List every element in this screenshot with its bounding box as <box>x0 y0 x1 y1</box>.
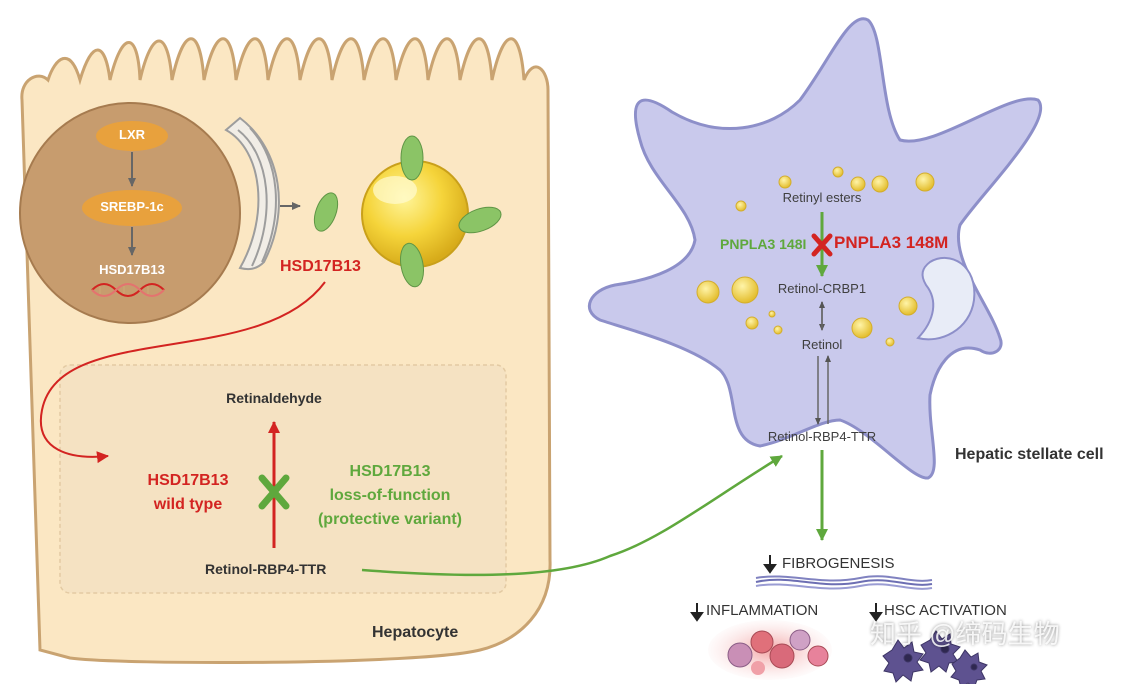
protein-icon <box>313 192 339 232</box>
pnpla3-148i-label: PNPLA3 148I <box>720 236 807 252</box>
pnpla3-x-mark <box>811 233 833 257</box>
lxr-node <box>96 121 168 151</box>
retinaldehyde-label: Retinaldehyde <box>226 390 322 406</box>
dna-icon <box>91 283 165 297</box>
decrease-arrow-icons <box>690 555 883 622</box>
retinyl-droplets <box>696 166 935 347</box>
inflammation-label: INFLAMMATION <box>706 602 819 619</box>
retinol-rbp4-ttr-hepatocyte-label: Retinol-RBP4-TTR <box>205 561 327 577</box>
inflammation-cells-icon <box>708 620 832 680</box>
pnpla3-148m-label: PNPLA3 148M <box>834 233 949 252</box>
wild-type-line1: HSD17B13 <box>147 472 229 489</box>
lxr-label: LXR <box>119 127 145 142</box>
fiber-icon <box>755 575 933 590</box>
lof-line3: (protective variant) <box>317 511 463 528</box>
retinol-rbp4-ttr-stellate-label: Retinol-RBP4-TTR <box>767 429 877 444</box>
vacuole <box>916 256 976 341</box>
hsc-activation-label: HSC ACTIVATION <box>884 602 1007 619</box>
gene-label: HSD17B13 <box>99 262 165 277</box>
retinol-label: Retinol <box>801 337 843 352</box>
hsc-activation-cells-icon <box>882 630 988 684</box>
hepatocyte-label: Hepatocyte <box>372 624 459 641</box>
lof-line1: HSD17B13 <box>349 463 431 480</box>
retinyl-esters-label: Retinyl esters <box>782 190 862 205</box>
fibrogenesis-label: FIBROGENESIS <box>782 555 895 572</box>
srebp-label: SREBP-1c <box>100 199 164 214</box>
retinol-crbp1-label: Retinol-CRBP1 <box>777 281 867 296</box>
lof-x-mark <box>258 474 290 510</box>
wild-type-line2: wild type <box>153 496 223 513</box>
lof-line2: loss-of-function <box>329 487 451 504</box>
srebp-node <box>82 190 182 226</box>
er-icon <box>224 116 280 271</box>
watermark: 知乎 @缔码生物 <box>870 619 1060 649</box>
droplet-protein-icons <box>400 135 502 288</box>
stellate-cell-label: Hepatic stellate cell <box>955 446 1104 463</box>
stellate-cell <box>587 17 1042 480</box>
hsd17b13-enzyme-label: HSD17B13 <box>280 258 361 275</box>
